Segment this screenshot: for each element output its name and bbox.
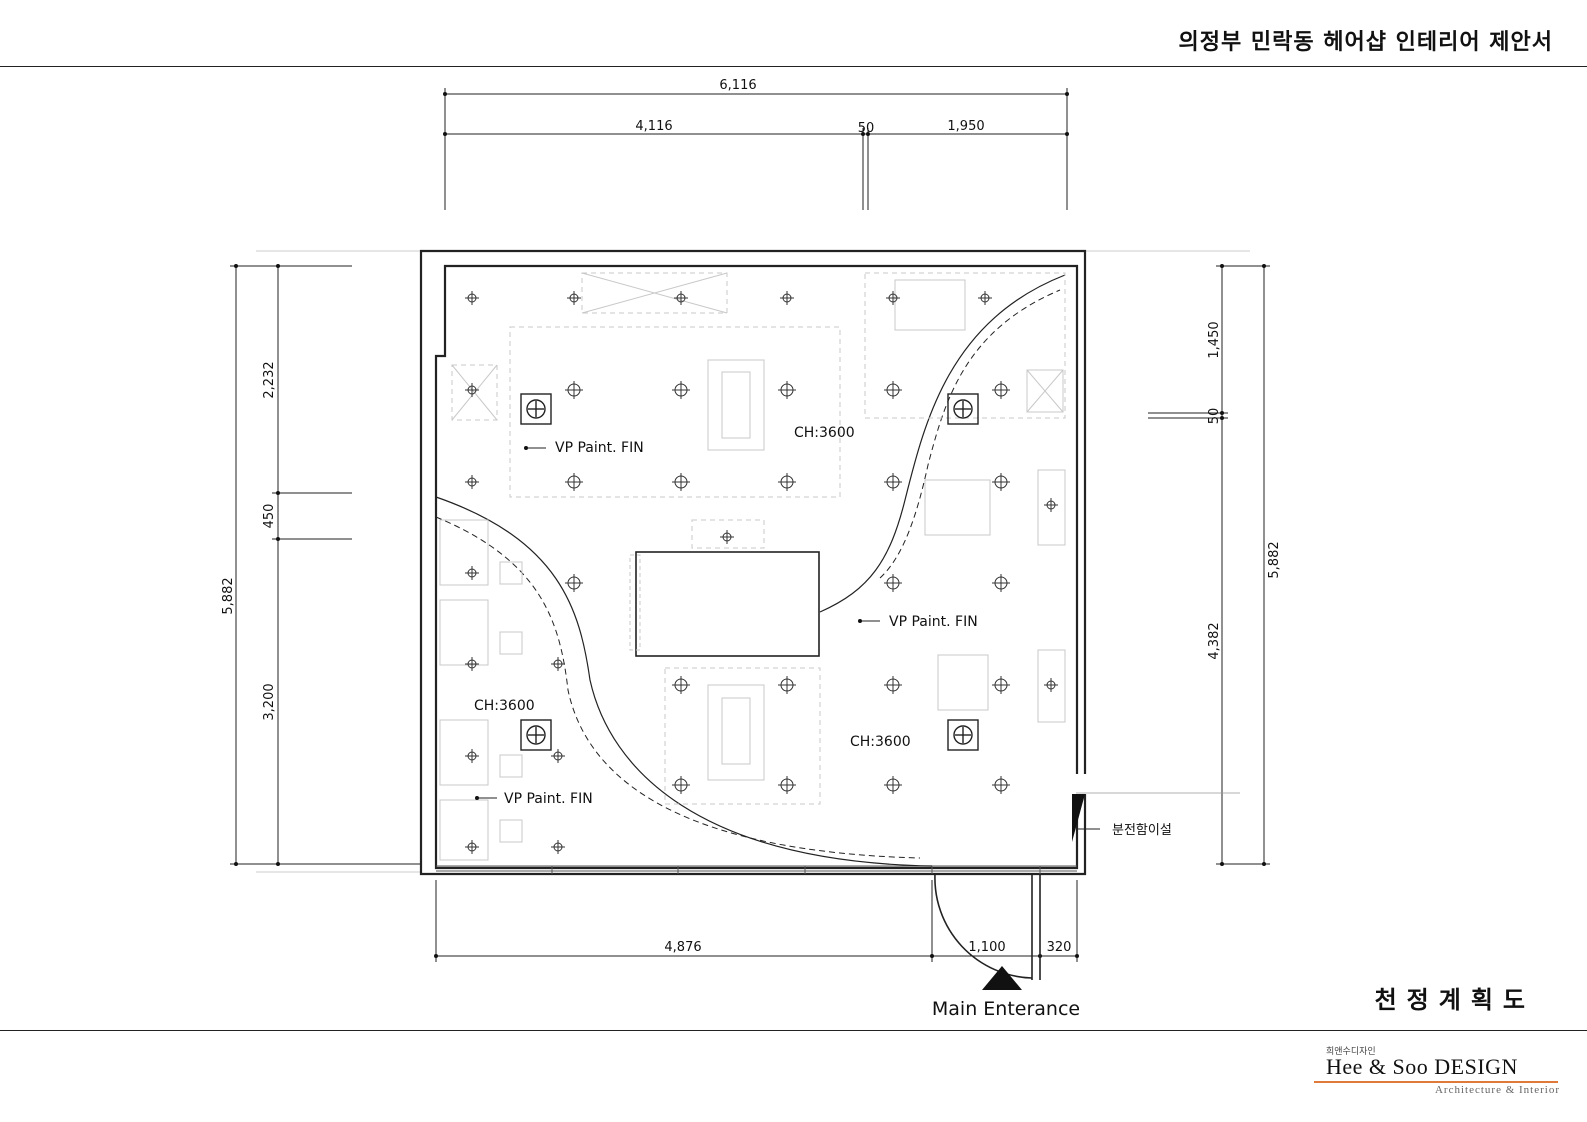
company-logo: 희앤수디자인 Hee & Soo DESIGN Architecture & I… (1310, 1044, 1560, 1104)
ceiling-height-label: CH:3600 (474, 698, 535, 714)
dim-right-upper: 1,450 (1207, 321, 1222, 358)
entrance-door (934, 873, 1041, 980)
right-dimension-lines (1076, 265, 1270, 865)
downlights (465, 291, 1058, 854)
ceiling-curve-right (819, 274, 1066, 613)
bottom-dimension-lines (435, 880, 1078, 978)
dim-left-upper: 2,232 (262, 361, 277, 398)
square-light-icon (520, 719, 552, 751)
downlight-icon (992, 574, 1010, 592)
document-title: 의정부 민락동 헤어샵 인테리어 제안서 (1178, 30, 1553, 55)
downlight-icon (465, 657, 479, 671)
entrance-arrow-icon (982, 966, 1022, 990)
downlight-icon (1044, 498, 1058, 512)
dim-top-right: 1,950 (947, 119, 984, 134)
logo-subtitle: Architecture & Interior (1434, 1084, 1560, 1096)
downlight-icon (886, 291, 900, 305)
outer-walls (419, 249, 1087, 876)
downlight-icon (565, 473, 583, 491)
downlight-icon (465, 291, 479, 305)
electrical-panel-icon (1072, 794, 1085, 842)
downlight-icon (1044, 678, 1058, 692)
downlight-icon (884, 776, 902, 794)
dim-right-lower: 4,382 (1207, 622, 1222, 659)
downlight-icon (884, 676, 902, 694)
dim-bottom-door: 1,100 (968, 940, 1005, 955)
downlight-icon (465, 475, 479, 489)
ceiling-height-label: CH:3600 (850, 734, 911, 750)
storefront-window (436, 865, 1077, 874)
dim-right-total: 5,882 (1267, 541, 1282, 578)
logo-underline (1314, 1081, 1558, 1083)
square-ceiling-lights (520, 393, 979, 751)
finish-label: VP Paint. FIN (504, 791, 593, 807)
footer-rule (0, 1030, 1587, 1031)
downlight-icon (672, 776, 690, 794)
downlight-icon (551, 657, 565, 671)
downlight-icon (778, 776, 796, 794)
leader-lines (477, 447, 880, 799)
downlight-icon (884, 381, 902, 399)
left-dimension-lines (230, 250, 1250, 873)
top-dimension-lines (444, 88, 1068, 210)
dim-top-left: 4,116 (635, 119, 672, 134)
downlight-icon (992, 473, 1010, 491)
downlight-icon (465, 383, 479, 397)
dim-right-mid: 50 (1207, 408, 1222, 425)
downlight-icon (672, 473, 690, 491)
sheet-title: 천정계획도 (1374, 986, 1535, 1014)
square-light-icon (520, 393, 552, 425)
dim-left-total: 5,882 (221, 577, 236, 614)
downlight-icon (565, 381, 583, 399)
square-light-icon (947, 393, 979, 425)
dim-top-mid: 50 (858, 121, 875, 136)
downlight-icon (465, 749, 479, 763)
logo-name: Hee & Soo DESIGN (1326, 1054, 1518, 1079)
downlight-icon (992, 676, 1010, 694)
downlight-icon (884, 473, 902, 491)
downlight-icon (778, 381, 796, 399)
downlight-icon (465, 840, 479, 854)
downlight-icon (465, 566, 479, 580)
furniture-underlay (439, 272, 1066, 861)
finish-label: VP Paint. FIN (889, 614, 978, 630)
dim-top-total: 6,116 (719, 78, 756, 93)
panel-box-label: 분전함이설 (1112, 823, 1172, 838)
downlight-icon (992, 381, 1010, 399)
downlight-icon (567, 291, 581, 305)
ceiling-height-label: CH:3600 (794, 425, 855, 441)
downlight-icon (672, 381, 690, 399)
downlight-icon (778, 676, 796, 694)
downlight-icon (551, 840, 565, 854)
downlight-icon (978, 291, 992, 305)
logo-korean-name: 희앤수디자인 (1326, 1047, 1376, 1057)
central-ceiling-box (635, 551, 820, 657)
downlight-icon (551, 749, 565, 763)
downlight-icon (992, 776, 1010, 794)
downlight-icon (672, 676, 690, 694)
finish-label: VP Paint. FIN (555, 440, 644, 456)
downlight-icon (780, 291, 794, 305)
square-light-icon (947, 719, 979, 751)
ceiling-curve-left (435, 496, 933, 867)
downlight-icon (778, 473, 796, 491)
dim-bottom-left: 4,876 (664, 940, 701, 955)
dim-left-mid: 450 (262, 504, 277, 529)
downlight-icon (720, 530, 734, 544)
header-rule (0, 66, 1587, 67)
dim-left-lower: 3,200 (262, 683, 277, 720)
downlight-icon (565, 574, 583, 592)
downlight-icon (884, 574, 902, 592)
dim-bottom-right: 320 (1047, 940, 1072, 955)
downlight-icon (674, 291, 688, 305)
entrance-label: Main Enterance (932, 998, 1080, 1020)
